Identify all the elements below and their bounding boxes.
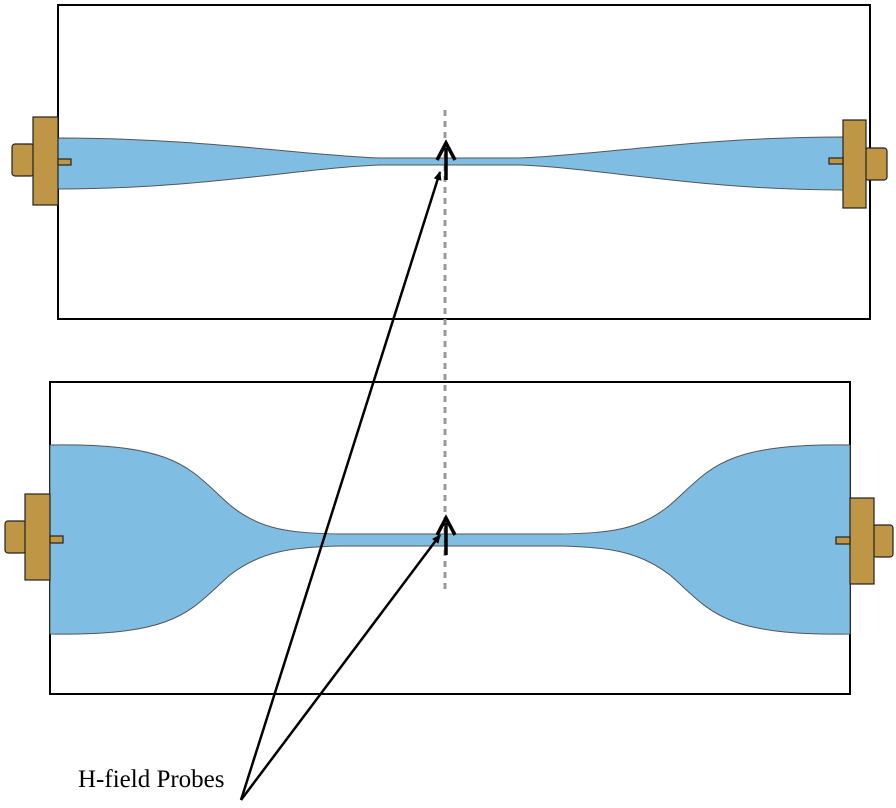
top-panel bbox=[11, 4, 888, 320]
pointer-line-top-probe bbox=[239, 171, 442, 801]
top-left-connector-icon bbox=[11, 116, 72, 206]
bottom-probe-arrow-icon bbox=[435, 514, 457, 555]
bottom-left-connector-icon bbox=[4, 493, 64, 581]
pointer-line-bottom-probe bbox=[240, 534, 441, 801]
bottom-right-connector-icon bbox=[835, 497, 894, 585]
top-probe-arrow-icon bbox=[435, 139, 457, 180]
top-right-connector-icon bbox=[828, 119, 888, 209]
bottom-panel bbox=[4, 381, 894, 695]
h-field-probes-label: H-field Probes bbox=[78, 766, 225, 793]
bottom-strip bbox=[49, 444, 851, 635]
